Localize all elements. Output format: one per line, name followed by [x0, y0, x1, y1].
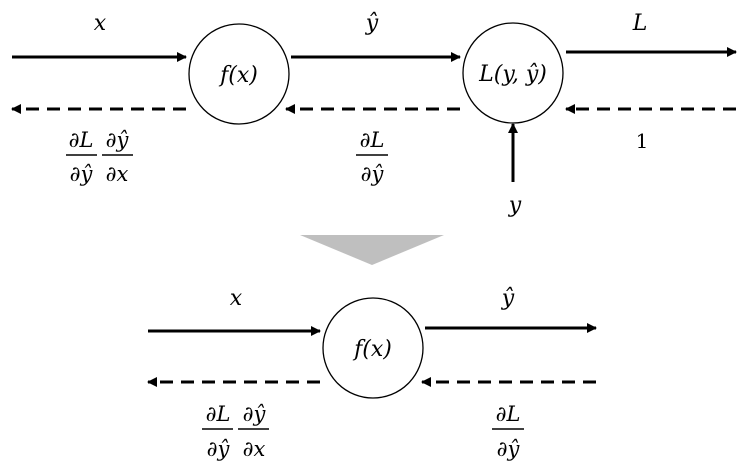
transform-down-arrow	[300, 235, 444, 265]
loss-node-label: L(y, ŷ)	[478, 62, 547, 87]
output-label-yhat-bottom: ŷ	[501, 286, 515, 311]
grad-den-dyhat: ∂ŷ	[497, 437, 521, 461]
input-label-x: x	[94, 11, 107, 36]
seed-gradient-label: 1	[636, 129, 649, 153]
f-node-label-bottom: f(x)	[352, 337, 392, 362]
grad-fraction-chain-bottom: ∂L ∂ŷ ∂ŷ ∂x	[202, 402, 269, 461]
grad-num-dyhat: ∂ŷ	[243, 402, 267, 426]
grad-den-dyhat: ∂ŷ	[207, 437, 231, 461]
grad-den-dyhat: ∂ŷ	[361, 162, 385, 186]
f-node-label: f(x)	[218, 63, 258, 88]
grad-den-dx: ∂x	[243, 437, 266, 461]
target-label-y: y	[508, 193, 522, 218]
grad-num-dL: ∂L	[496, 402, 521, 426]
grad-num-dL: ∂L	[360, 128, 385, 152]
f-node-circle-bottom	[322, 297, 424, 399]
middle-label-yhat: ŷ	[365, 11, 379, 36]
grad-den-dx: ∂x	[106, 162, 129, 186]
grad-fraction-chain-top: ∂L ∂ŷ ∂ŷ ∂x	[66, 128, 133, 186]
loss-node-circle	[462, 22, 564, 124]
grad-num-dyhat: ∂ŷ	[106, 128, 130, 152]
grad-fraction-out-bottom: ∂L ∂ŷ	[492, 402, 524, 461]
grad-num-dL: ∂L	[69, 128, 94, 152]
grad-fraction-loss-top: ∂L ∂ŷ	[356, 128, 388, 186]
f-node-circle	[188, 23, 290, 125]
output-label-L: L	[632, 11, 648, 36]
grad-den-dyhat: ∂ŷ	[70, 162, 94, 186]
grad-num-dL: ∂L	[206, 402, 231, 426]
input-label-x-bottom: x	[230, 286, 243, 311]
